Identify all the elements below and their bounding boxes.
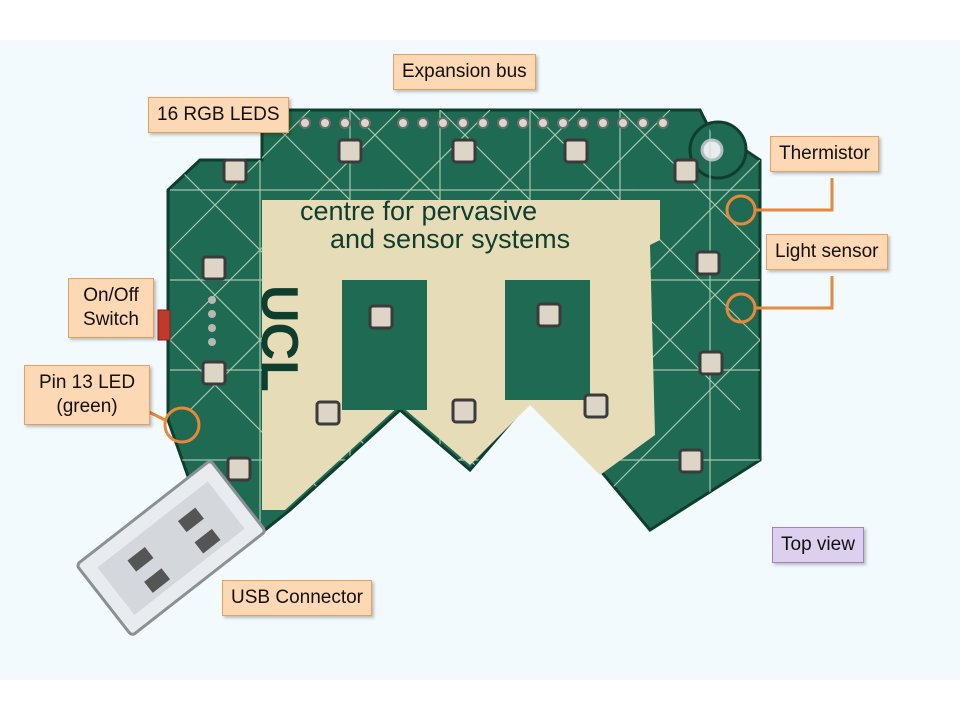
logo-line2: and sensor systems <box>330 224 570 254</box>
onoff-label-line2: Switch <box>83 309 139 330</box>
logo-window-right <box>505 280 590 400</box>
onoff-switch <box>157 309 171 341</box>
onoff-label-line1: On/Off <box>83 285 139 306</box>
logo-ucl: UCL <box>250 285 308 392</box>
usb-connector-label: USB Connector <box>222 580 373 616</box>
onoff-switch-label: On/Off Switch <box>68 278 154 338</box>
photo-stage: centre for pervasive and sensor systems … <box>0 40 960 680</box>
expansion-bus-label: Expansion bus <box>393 54 536 90</box>
rgb-leds <box>201 138 724 482</box>
pin13-label-line2: (green) <box>56 396 118 417</box>
pcb-board-photo: centre for pervasive and sensor systems … <box>76 108 834 636</box>
rgb-leds-label: 16 RGB LEDS <box>148 97 289 133</box>
thermistor-label: Thermistor <box>770 136 879 172</box>
pin13-label-line1: Pin 13 LED <box>38 372 136 393</box>
leader-lines <box>148 178 834 444</box>
expansion-bus-pads <box>299 117 669 129</box>
light-sensor-label: Light sensor <box>766 234 888 270</box>
usb-connector <box>76 460 266 636</box>
switch-pads <box>208 296 216 346</box>
logo-line1: centre for pervasive <box>300 196 537 226</box>
top-view-tag: Top view <box>772 527 864 563</box>
logo-window-left <box>342 280 427 410</box>
pin13-led-label: Pin 13 LED (green) <box>24 365 150 425</box>
logo-block <box>262 200 660 510</box>
mounting-hole <box>700 138 724 162</box>
